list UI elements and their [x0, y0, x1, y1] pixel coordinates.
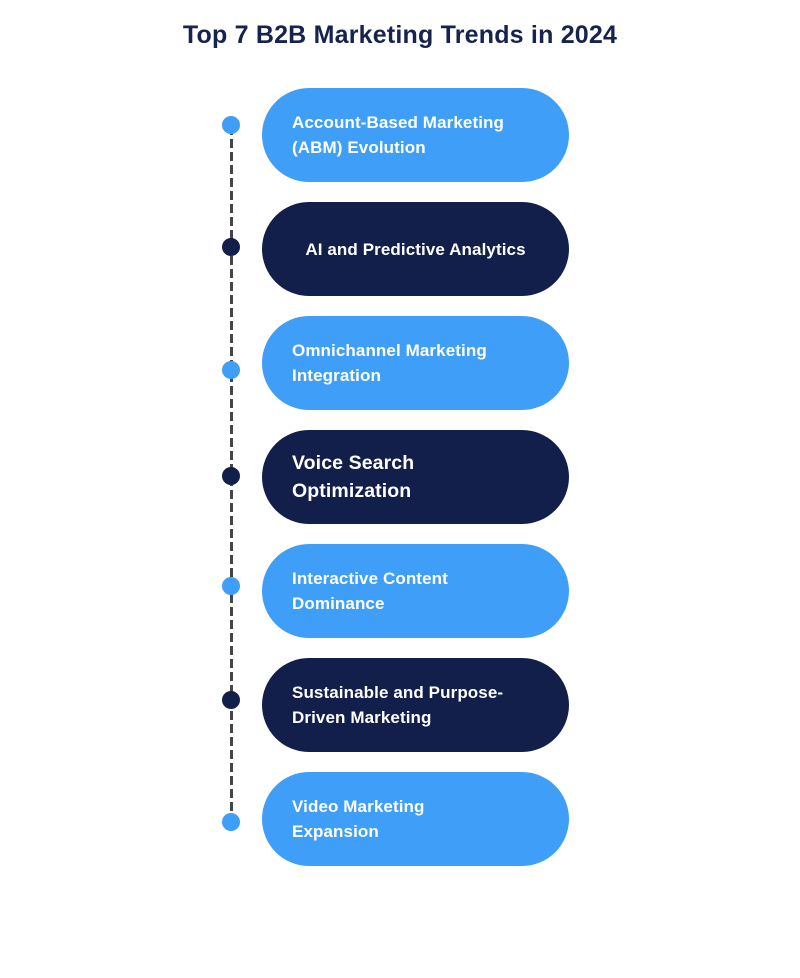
- timeline-item: Voice Search Optimization: [0, 430, 800, 524]
- trend-pill: Sustainable and Purpose- Driven Marketin…: [262, 658, 569, 752]
- timeline-item: Sustainable and Purpose- Driven Marketin…: [0, 658, 800, 752]
- trend-label: Omnichannel Marketing Integration: [292, 341, 487, 385]
- trend-label: Voice Search Optimization: [292, 452, 415, 502]
- timeline-dot: [222, 813, 240, 831]
- timeline-dot: [222, 361, 240, 379]
- trend-pill: Omnichannel Marketing Integration: [262, 316, 569, 410]
- timeline-item: Video Marketing Expansion: [0, 772, 800, 866]
- trend-label: Account-Based Marketing (ABM) Evolution: [292, 113, 505, 157]
- timeline-item: Interactive Content Dominance: [0, 544, 800, 638]
- timeline-dot: [222, 577, 240, 595]
- trend-label: Interactive Content Dominance: [292, 569, 448, 613]
- page-title: Top 7 B2B Marketing Trends in 2024: [182, 21, 618, 49]
- timeline-item: Omnichannel Marketing Integration: [0, 316, 800, 410]
- timeline-dot: [222, 691, 240, 709]
- timeline-dot: [222, 238, 240, 256]
- trend-label: Sustainable and Purpose- Driven Marketin…: [292, 683, 504, 727]
- timeline-dot: [222, 467, 240, 485]
- trend-label: Video Marketing Expansion: [292, 797, 425, 841]
- trend-pill: Account-Based Marketing (ABM) Evolution: [262, 88, 569, 182]
- timeline-dot: [222, 116, 240, 134]
- trend-pill: Voice Search Optimization: [262, 430, 569, 524]
- timeline-rows: Account-Based Marketing (ABM) Evolution …: [0, 88, 800, 866]
- trend-pill: AI and Predictive Analytics: [262, 202, 569, 296]
- trend-pill: Video Marketing Expansion: [262, 772, 569, 866]
- trend-label: AI and Predictive Analytics: [305, 239, 526, 259]
- trend-pill: Interactive Content Dominance: [262, 544, 569, 638]
- timeline-item: Account-Based Marketing (ABM) Evolution: [0, 88, 800, 182]
- timeline-item: AI and Predictive Analytics: [0, 202, 800, 296]
- timeline: Account-Based Marketing (ABM) Evolution …: [0, 88, 800, 886]
